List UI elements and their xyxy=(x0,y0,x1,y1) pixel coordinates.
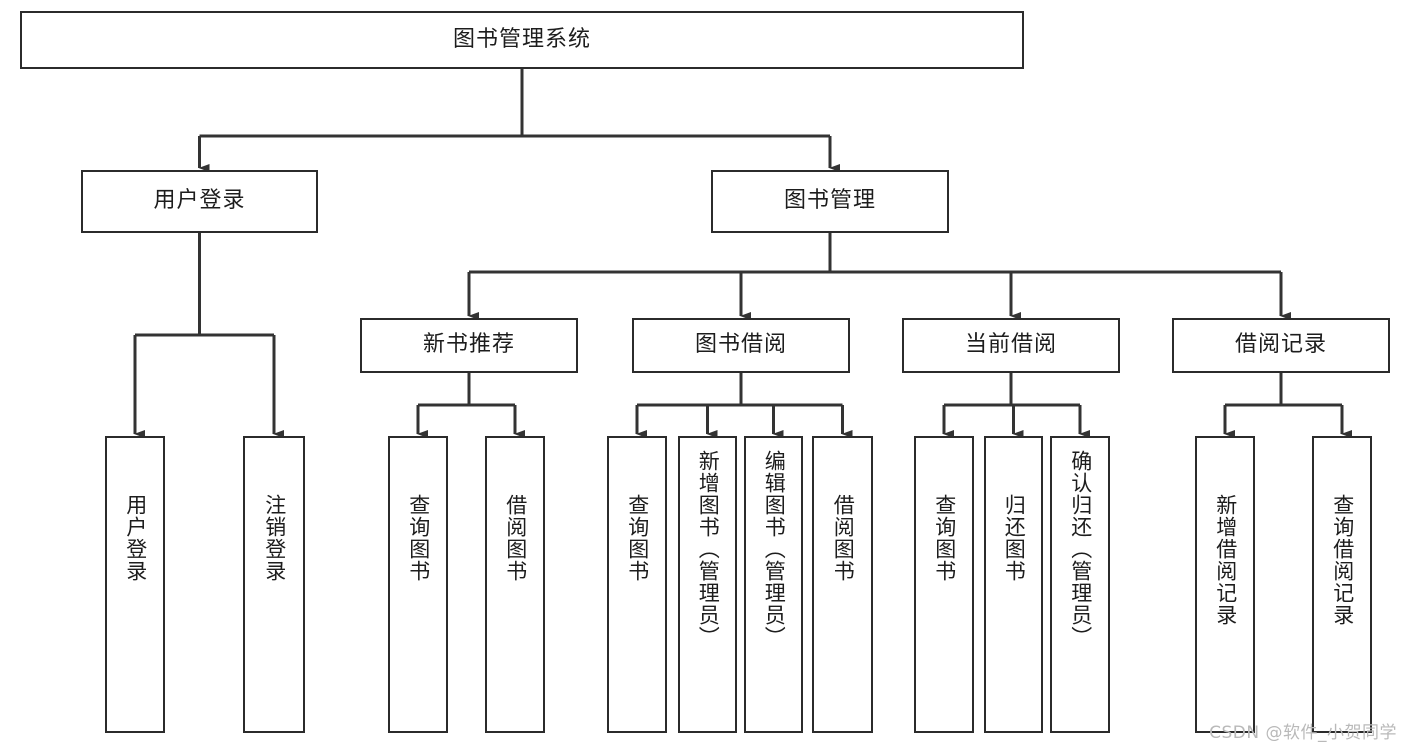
node-label: 确认归还（管理员） xyxy=(1068,450,1093,648)
node-leaf-return-book[interactable]: 归还图书 xyxy=(984,436,1043,733)
node-leaf-query-book-2[interactable]: 查询图书 xyxy=(607,436,667,733)
node-label: 图书管理系统 xyxy=(452,26,591,52)
node-label: 用户登录 xyxy=(153,188,246,214)
node-label: 图书管理 xyxy=(783,188,876,214)
node-label: 新书推荐 xyxy=(422,332,515,358)
node-label: 借阅记录 xyxy=(1234,332,1327,358)
node-label: 查询图书 xyxy=(406,494,431,582)
node-label: 编辑图书（管理员） xyxy=(762,450,787,648)
node-label: 当前借阅 xyxy=(964,332,1057,358)
node-label: 查询图书 xyxy=(932,494,957,582)
node-leaf-query-record[interactable]: 查询借阅记录 xyxy=(1312,436,1372,733)
node-label: 图书借阅 xyxy=(694,332,787,358)
node-leaf-confirm-return[interactable]: 确认归还（管理员） xyxy=(1050,436,1110,733)
node-leaf-query-book-3[interactable]: 查询图书 xyxy=(914,436,974,733)
node-leaf-logout[interactable]: 注销登录 xyxy=(243,436,305,733)
node-root[interactable]: 图书管理系统 xyxy=(20,11,1024,69)
node-label: 注销登录 xyxy=(262,494,287,582)
node-book-manage[interactable]: 图书管理 xyxy=(711,170,949,233)
node-leaf-query-book-1[interactable]: 查询图书 xyxy=(388,436,448,733)
node-label: 借阅图书 xyxy=(831,494,856,582)
node-label: 借阅图书 xyxy=(503,494,528,582)
node-leaf-borrow-book-1[interactable]: 借阅图书 xyxy=(485,436,545,733)
node-leaf-add-record[interactable]: 新增借阅记录 xyxy=(1195,436,1255,733)
node-label: 用户登录 xyxy=(123,494,148,582)
node-leaf-user-login[interactable]: 用户登录 xyxy=(105,436,165,733)
watermark: CSDN @软件_小贺同学 xyxy=(1209,723,1397,743)
node-user-login[interactable]: 用户登录 xyxy=(81,170,318,233)
node-leaf-add-book[interactable]: 新增图书（管理员） xyxy=(678,436,737,733)
node-label: 查询图书 xyxy=(625,494,650,582)
node-label: 新增图书（管理员） xyxy=(696,450,721,648)
node-current-borrow[interactable]: 当前借阅 xyxy=(902,318,1120,373)
node-label: 查询借阅记录 xyxy=(1330,494,1355,626)
node-book-borrow[interactable]: 图书借阅 xyxy=(632,318,850,373)
node-label: 新增借阅记录 xyxy=(1213,494,1238,626)
node-leaf-edit-book[interactable]: 编辑图书（管理员） xyxy=(744,436,803,733)
node-leaf-borrow-book-2[interactable]: 借阅图书 xyxy=(812,436,873,733)
node-borrow-record[interactable]: 借阅记录 xyxy=(1172,318,1390,373)
node-new-book-rec[interactable]: 新书推荐 xyxy=(360,318,578,373)
node-label: 归还图书 xyxy=(1002,494,1027,582)
